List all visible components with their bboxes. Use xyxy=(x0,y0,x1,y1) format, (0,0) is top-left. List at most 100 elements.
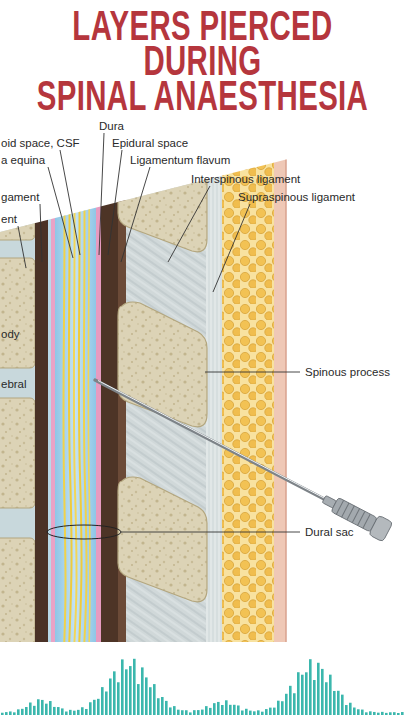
leader-line xyxy=(108,150,122,255)
waveform-bar xyxy=(165,701,168,715)
grip-ridge xyxy=(352,509,359,523)
waveform-bar xyxy=(121,659,124,715)
waveform-bar xyxy=(145,677,148,715)
vertebral-body xyxy=(0,258,35,368)
leader-line xyxy=(60,150,80,255)
waveform-bar xyxy=(141,667,144,715)
waveform-bar xyxy=(73,711,76,715)
waveform-bar xyxy=(293,693,296,715)
spinous-process xyxy=(118,477,207,602)
waveform-bar xyxy=(57,707,60,715)
dural-sac-label: Dural sac xyxy=(305,525,354,539)
waveform-bar xyxy=(1,713,4,715)
waveform-bar xyxy=(77,710,80,715)
skin-surface xyxy=(285,150,287,650)
waveform-bar xyxy=(333,691,336,715)
dura-label: Dura xyxy=(99,119,124,133)
grip-ridge xyxy=(336,500,343,514)
waveform-bar xyxy=(85,709,88,715)
dura-mater xyxy=(51,150,55,650)
leader-line xyxy=(18,226,26,268)
waveform-bar xyxy=(341,695,344,715)
supraspinous-label: Supraspinous ligament xyxy=(238,190,355,204)
waveform-bar xyxy=(65,712,68,715)
vertebral-body xyxy=(0,398,35,508)
membrane xyxy=(48,150,51,650)
waveform-bar xyxy=(401,712,404,715)
waveform-bar xyxy=(205,706,208,715)
waveform-bar xyxy=(389,712,392,715)
waveform-bar xyxy=(193,710,196,715)
waveform-bar xyxy=(81,707,84,715)
waveform-bar xyxy=(45,704,48,715)
cauda-equina-label: a equina xyxy=(1,153,45,167)
waveform-bar xyxy=(129,666,132,715)
waveform-bar xyxy=(297,672,300,715)
dural-sac-marker xyxy=(47,525,121,539)
supraspinous-ligament xyxy=(206,150,222,650)
waveform-bar xyxy=(305,672,308,715)
csf-label: oid space, CSF xyxy=(1,136,80,150)
disc-label: ebral xyxy=(1,377,27,391)
spinous-process-label: Spinous process xyxy=(305,365,390,379)
nerve-root xyxy=(84,150,87,650)
waveform-bar xyxy=(357,709,360,715)
waveform-bar xyxy=(365,712,368,715)
subcutaneous-fat xyxy=(222,150,274,650)
waveform-bar xyxy=(313,680,316,715)
interspinous-label: Interspinous ligament xyxy=(191,172,300,186)
waveform-bar xyxy=(137,684,140,715)
waveform-bar xyxy=(301,675,304,715)
grip-ridge xyxy=(342,503,349,517)
waveform-bar xyxy=(17,709,20,715)
waveform-bar xyxy=(241,710,244,715)
waveform-bar xyxy=(161,697,164,715)
waveform-bar xyxy=(289,686,292,715)
waveform-bar xyxy=(217,702,220,715)
waveform-bar xyxy=(249,711,252,715)
waveform-bar xyxy=(393,712,396,715)
waveform-bar xyxy=(369,711,372,715)
waveform-bar xyxy=(337,691,340,715)
section-view xyxy=(0,127,286,658)
leader-line xyxy=(121,167,150,262)
skin xyxy=(274,150,286,650)
needle-highlight xyxy=(98,381,326,500)
waveform-bar xyxy=(265,709,268,715)
title-word: ANAESTHESIA xyxy=(154,72,369,119)
waveform-bar xyxy=(345,705,348,715)
nerve-root xyxy=(79,150,82,650)
leader-line xyxy=(213,204,250,292)
waveform-bar xyxy=(325,682,328,715)
waveform-bar xyxy=(361,710,364,715)
waveform-bar xyxy=(209,708,212,715)
leader-line xyxy=(205,372,300,373)
waveform-bar xyxy=(317,663,320,715)
subarachnoid-space xyxy=(55,150,96,650)
hub-flange xyxy=(369,515,393,542)
grip-ridge xyxy=(358,511,365,525)
waveform-bar xyxy=(185,710,188,715)
waveform-bar xyxy=(261,712,264,715)
grip-ridge xyxy=(347,506,354,520)
leader-line xyxy=(40,204,42,262)
waveform-bar xyxy=(181,710,184,715)
spinal-needle xyxy=(95,380,393,542)
grip-ridge xyxy=(363,514,370,528)
waveform-bar xyxy=(277,701,280,715)
waveform-bar xyxy=(197,710,200,715)
waveform-bar xyxy=(97,699,100,715)
waveform-bar xyxy=(53,707,56,715)
leader-line xyxy=(48,167,73,258)
waveform-bar xyxy=(5,712,8,715)
waveform-bar xyxy=(101,687,104,715)
leader-line xyxy=(121,532,300,533)
waveform-bar xyxy=(377,713,380,715)
waveform-bar xyxy=(221,705,224,715)
title: LAYERS PIERCED DURING SPINAL ANAESTHESIA xyxy=(6,8,399,113)
waveform-bar xyxy=(309,659,312,715)
epidural-label: Epidural space xyxy=(112,136,188,150)
waveform-bar xyxy=(321,669,324,715)
waveform-bar xyxy=(329,675,332,715)
waveform-bar xyxy=(373,712,376,715)
